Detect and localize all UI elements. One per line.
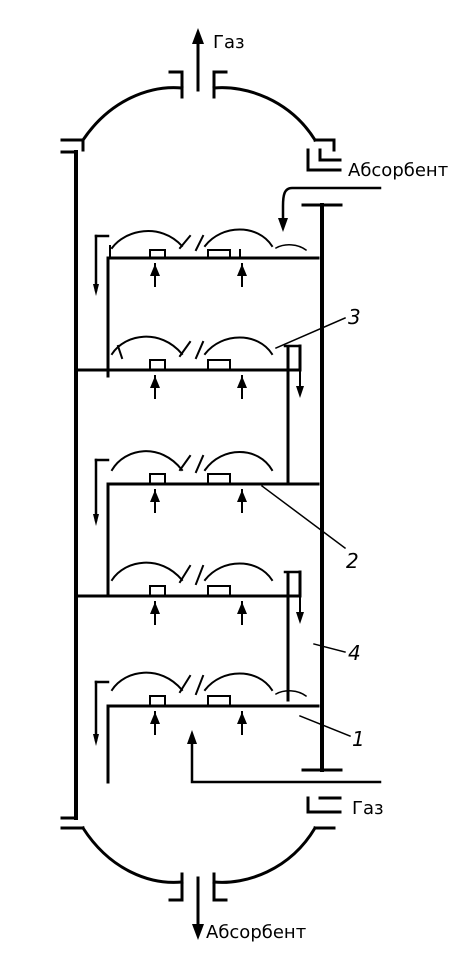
gas-outlet-arrow (192, 28, 204, 92)
gas-outlet-label: Газ (213, 32, 245, 53)
absorbent-inlet-label: Абсорбент (348, 160, 448, 181)
gas-inlet-pipe (187, 730, 382, 814)
callout-1: 1 (299, 715, 365, 751)
tray-4 (76, 561, 304, 702)
callout-2-label: 2 (346, 549, 359, 573)
callout-1-label: 1 (352, 727, 365, 751)
callout-3-label: 3 (348, 305, 361, 329)
gas-inlet-label: Газ (352, 798, 384, 819)
callout-2: 2 (260, 484, 359, 573)
callout-4-label: 4 (348, 641, 361, 665)
absorbent-outlet-label: Абсорбент (206, 922, 306, 943)
tray-2 (76, 335, 304, 484)
top-head (60, 70, 336, 152)
absorbent-inlet-nozzle (278, 148, 382, 232)
bottom-head (60, 825, 336, 902)
callout-3: 3 (275, 305, 361, 349)
tray-1 (93, 228, 320, 378)
column-shell (60, 150, 343, 820)
tray-3 (93, 450, 320, 598)
callout-4: 4 (313, 641, 361, 665)
absorbent-outlet-arrow (192, 876, 204, 940)
tray-5 (93, 671, 320, 784)
